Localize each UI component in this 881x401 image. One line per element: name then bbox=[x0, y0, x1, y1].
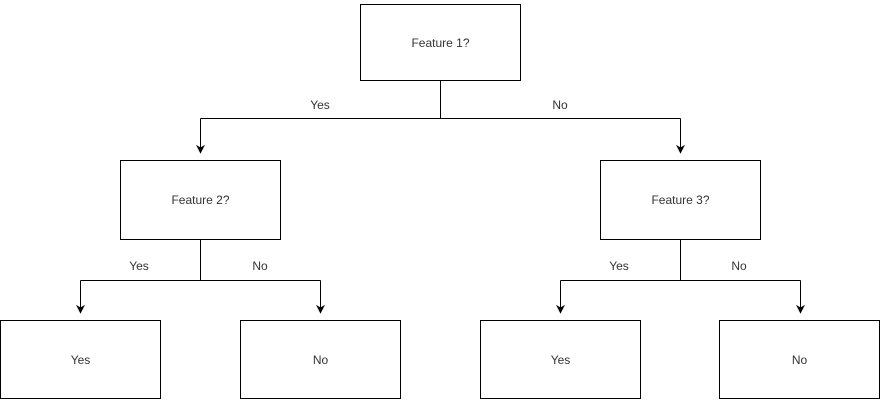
edge-label-root-no: No bbox=[550, 98, 570, 112]
node-feature-1-label: Feature 1? bbox=[411, 35, 470, 50]
node-feature-1: Feature 1? bbox=[360, 4, 521, 81]
node-feature-2: Feature 2? bbox=[120, 160, 281, 240]
edge-label-feature2-no: No bbox=[250, 259, 270, 273]
leaf-node-yes-left-label: Yes bbox=[70, 352, 91, 367]
node-feature-2-label: Feature 2? bbox=[171, 193, 230, 207]
leaf-node-yes-right-label: Yes bbox=[550, 352, 571, 367]
leaf-node-yes-right: Yes bbox=[480, 320, 641, 399]
edge-label-feature3-yes: Yes bbox=[607, 259, 631, 273]
leaf-node-no-right-label: No bbox=[791, 352, 808, 367]
leaf-node-no-left-label: No bbox=[312, 352, 329, 367]
leaf-node-no-left: No bbox=[240, 320, 401, 399]
edge-label-feature2-yes: Yes bbox=[127, 259, 151, 273]
leaf-node-yes-left: Yes bbox=[0, 320, 161, 399]
edge-label-root-yes: Yes bbox=[308, 98, 332, 112]
leaf-node-no-right: No bbox=[719, 320, 880, 399]
node-feature-3-label: Feature 3? bbox=[651, 193, 710, 207]
node-feature-3: Feature 3? bbox=[600, 160, 761, 240]
edge-label-feature3-no: No bbox=[729, 259, 749, 273]
